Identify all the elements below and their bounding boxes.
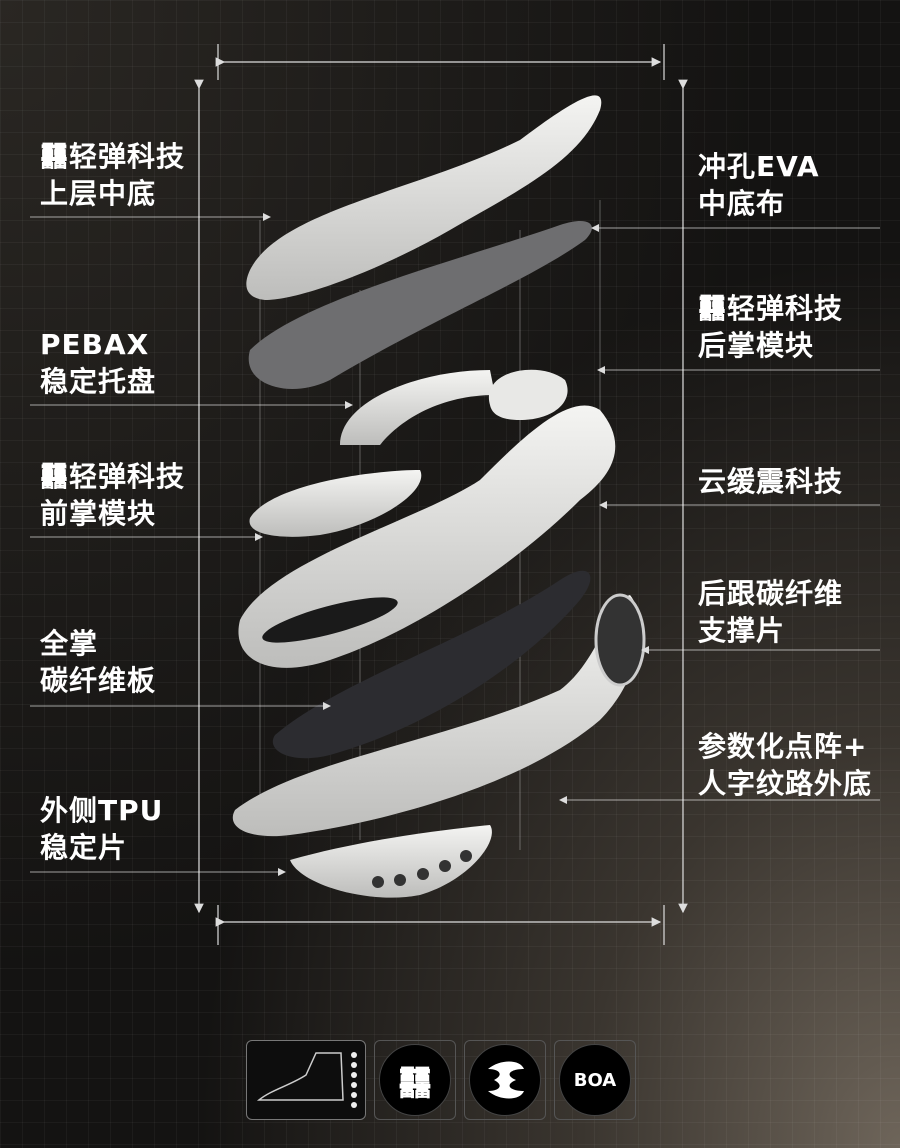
leader-arrows [30,213,880,876]
cloud-tech-badge [464,1040,546,1120]
label-rear-module: 䨻轻弹科技后掌模块 [698,292,844,362]
forefoot-module [249,470,422,537]
label-heel-carbon: 后跟碳纤维支撑片 [698,577,844,647]
pebax-plate [340,370,495,445]
beng-tech-badge: 䨻 [374,1040,456,1120]
outsole [232,595,641,837]
tech-badges: 䨻 BOA [246,1040,636,1120]
shoe-outline-badge [246,1040,366,1120]
boa-logo: BOA [559,1044,631,1116]
label-forefoot-module: 䨻轻弹科技前掌模块 [40,460,186,530]
label-carbon-plate: 全掌碳纤维板 [40,627,157,697]
cloud-tech-icon [469,1044,541,1116]
shoe-outline-icon [256,1052,357,1108]
carbon-plate [272,570,591,759]
tpu-dots [372,850,472,888]
upper-midsole [246,95,602,300]
label-upper-midsole: 䨻轻弹科技上层中底 [40,140,186,210]
eva-insole-board [248,220,592,389]
cloud-midsole [238,405,616,668]
dimension-lines [194,44,688,945]
tpu-stabilizer [290,825,492,898]
label-cloud-tech: 云缓震科技 [698,465,844,498]
heel-carbon-support [594,593,646,687]
beng-tech-icon: 䨻 [379,1044,451,1116]
rear-module [488,369,568,420]
boa-badge: BOA [554,1040,636,1120]
label-outsole: 参数化点阵+人字纹路外底 [698,730,873,800]
